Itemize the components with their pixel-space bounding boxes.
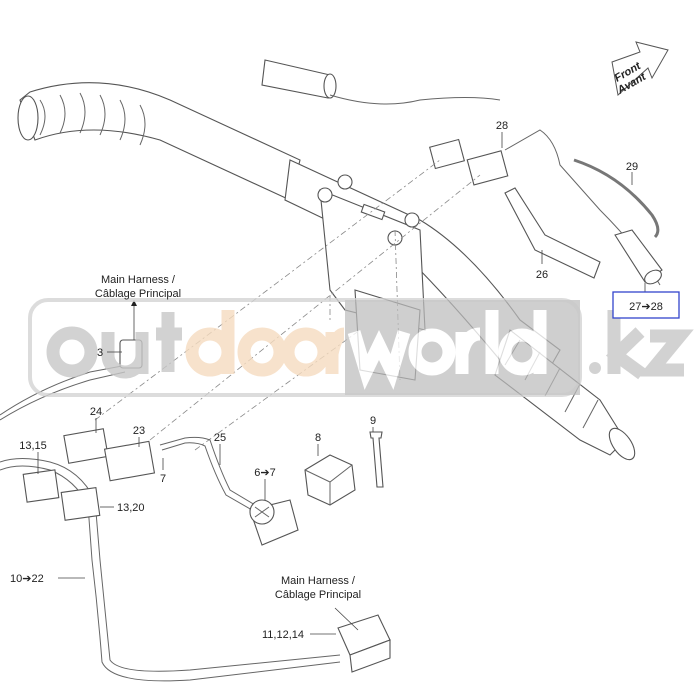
callout-8: 8: [315, 432, 321, 444]
callout-13-15: 13,15: [19, 440, 47, 452]
callout-10-22: 10➔22: [10, 573, 44, 585]
connector-24: [63, 428, 109, 464]
highlight-box: [612, 291, 680, 319]
callout-23: 23: [133, 425, 145, 437]
callout-25: 25: [214, 432, 226, 444]
part-26: [504, 187, 601, 279]
connector-23: [103, 440, 156, 482]
callout-6-7: 6➔7: [254, 467, 275, 479]
callout-11-12-14: 11,12,14: [262, 629, 304, 641]
harness-bottom-line1: Main Harness /: [281, 575, 356, 587]
callout-28: 28: [496, 120, 508, 132]
watermark: [28, 298, 694, 397]
wire-25: [159, 436, 256, 511]
callout-27-28: 27➔28: [629, 301, 663, 313]
callout-13-20: 13,20: [117, 502, 145, 514]
harness-top-line1: Main Harness /: [101, 274, 176, 286]
callout-29: 29: [626, 161, 638, 173]
switch-6: [249, 499, 299, 546]
callout-7: 7: [160, 473, 166, 485]
part-27: [614, 229, 663, 283]
callout-9: 9: [370, 415, 376, 427]
throttle-lever: [261, 59, 331, 99]
connector-13-15: [22, 469, 60, 503]
callout-24: 24: [90, 406, 102, 418]
front-arrow-icon: Front Avant: [611, 41, 669, 97]
harness-top-line2: Câblage Principal: [95, 288, 181, 300]
harness-bottom-line2: Câblage Principal: [275, 589, 361, 601]
connector-11-12-14: [337, 614, 391, 673]
connector-28: [466, 150, 509, 186]
cap-8: [304, 454, 356, 506]
left-grip: [17, 82, 301, 201]
part-29: [573, 158, 660, 239]
callout-3: 3: [97, 347, 103, 359]
callout-26: 26: [536, 269, 548, 281]
connector-13-20: [60, 487, 101, 521]
pin-9: [369, 431, 384, 488]
